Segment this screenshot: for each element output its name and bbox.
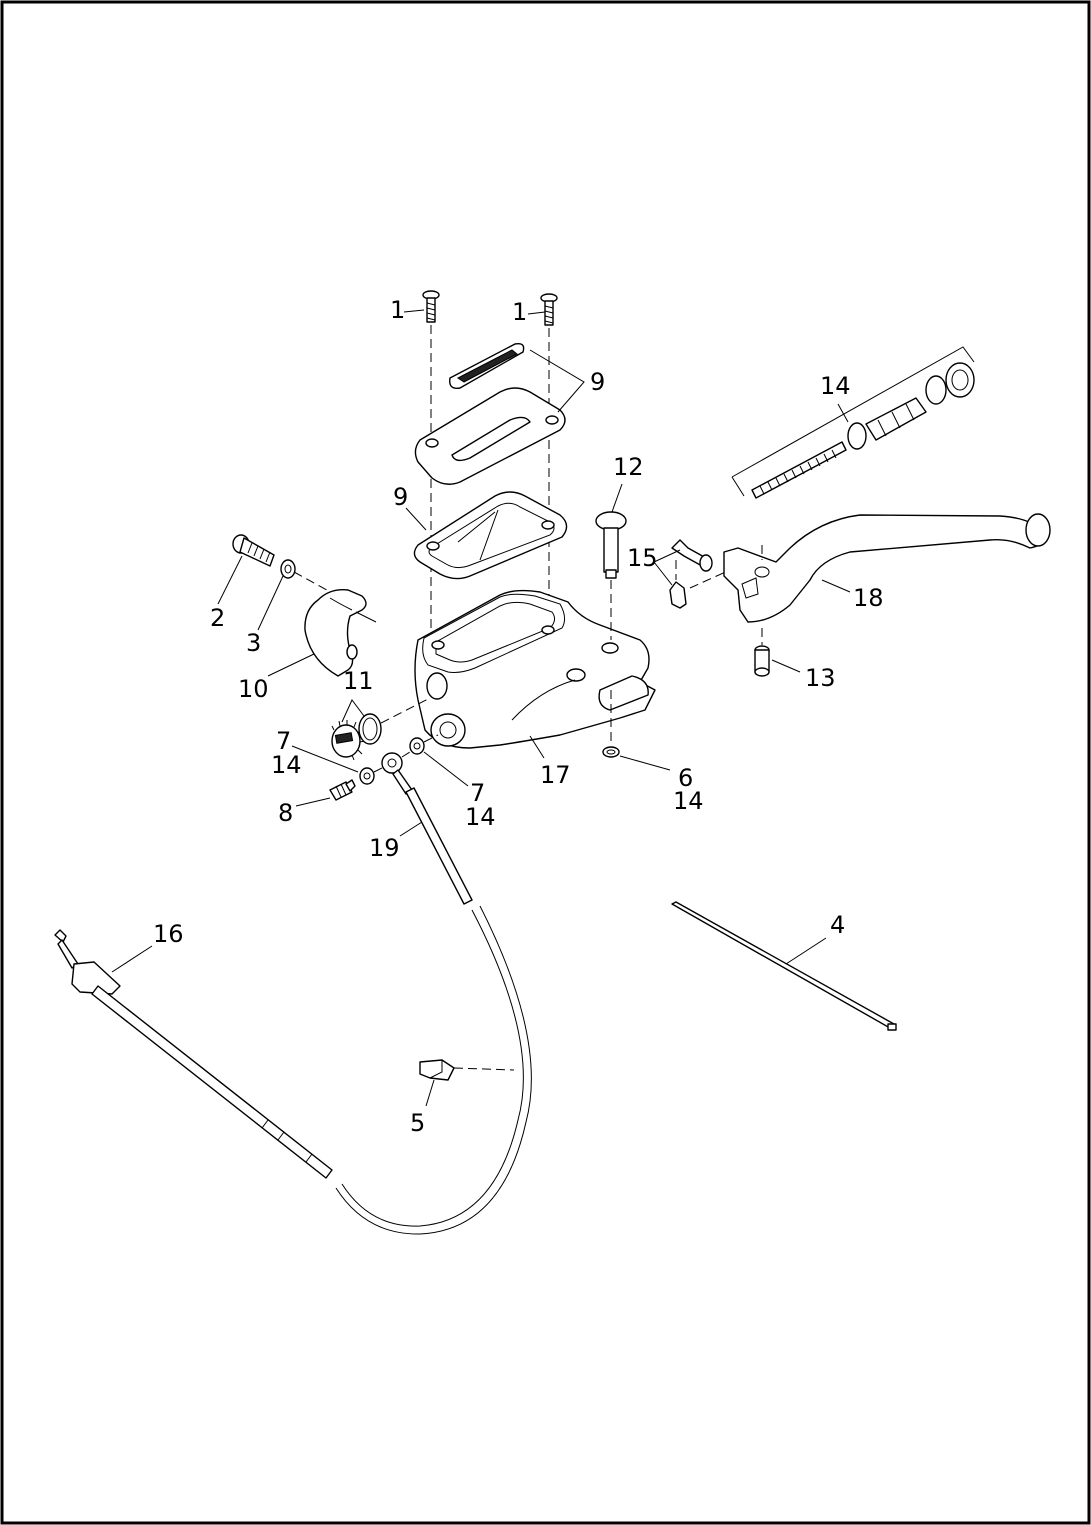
callout-7b-sub: 14 (465, 803, 496, 831)
master-cylinder-body (414, 589, 656, 749)
callout-6: 6 (678, 764, 693, 792)
callout-17: 17 (540, 761, 571, 789)
callout-13: 13 (805, 664, 836, 692)
callout-5: 5 (410, 1109, 425, 1137)
clamp-bolt (232, 534, 275, 567)
lever-bushing (754, 645, 770, 677)
banjo-bolt (329, 779, 356, 801)
callout-10: 10 (238, 675, 269, 703)
callout-12: 12 (613, 453, 644, 481)
reservoir-cover-label (449, 342, 525, 389)
clamp-washer (280, 559, 296, 579)
clutch-lever (723, 513, 1051, 623)
screw-right (540, 293, 558, 326)
callout-9b: 9 (393, 483, 408, 511)
callout-4: 4 (830, 911, 845, 939)
hose-clip (419, 1059, 455, 1081)
callout-14: 14 (820, 372, 851, 400)
piston-kit (731, 346, 975, 499)
pivot-pin (595, 511, 627, 579)
callout-6-sub: 14 (673, 787, 704, 815)
callout-1b: 1 (512, 298, 527, 326)
callout-7a-sub: 14 (271, 751, 302, 779)
callout-7b: 7 (470, 779, 485, 807)
reservoir-gasket (413, 491, 568, 580)
sealing-washer-left (359, 767, 375, 785)
banjo-fitting (381, 752, 413, 795)
interlock-switch (669, 539, 713, 609)
sealing-washer-right (409, 737, 425, 755)
o-ring (358, 713, 382, 745)
callout-2: 2 (210, 604, 225, 632)
handlebar-clamp (304, 589, 377, 677)
callout-9a: 9 (590, 368, 605, 396)
callout-19: 19 (369, 834, 400, 862)
screw-left (422, 290, 440, 323)
reservoir-cover (414, 387, 566, 485)
cable-strap (671, 901, 897, 1031)
callout-18: 18 (853, 584, 884, 612)
retaining-ring (602, 746, 620, 758)
callout-15: 15 (627, 544, 658, 572)
callout-3: 3 (246, 629, 261, 657)
callout-1a: 1 (390, 296, 405, 324)
clutch-hose (335, 787, 532, 1235)
callout-7a: 7 (276, 727, 291, 755)
callout-16: 16 (153, 920, 184, 948)
callout-8: 8 (278, 799, 293, 827)
callout-11: 11 (343, 667, 374, 695)
clutch-cable (54, 929, 333, 1179)
